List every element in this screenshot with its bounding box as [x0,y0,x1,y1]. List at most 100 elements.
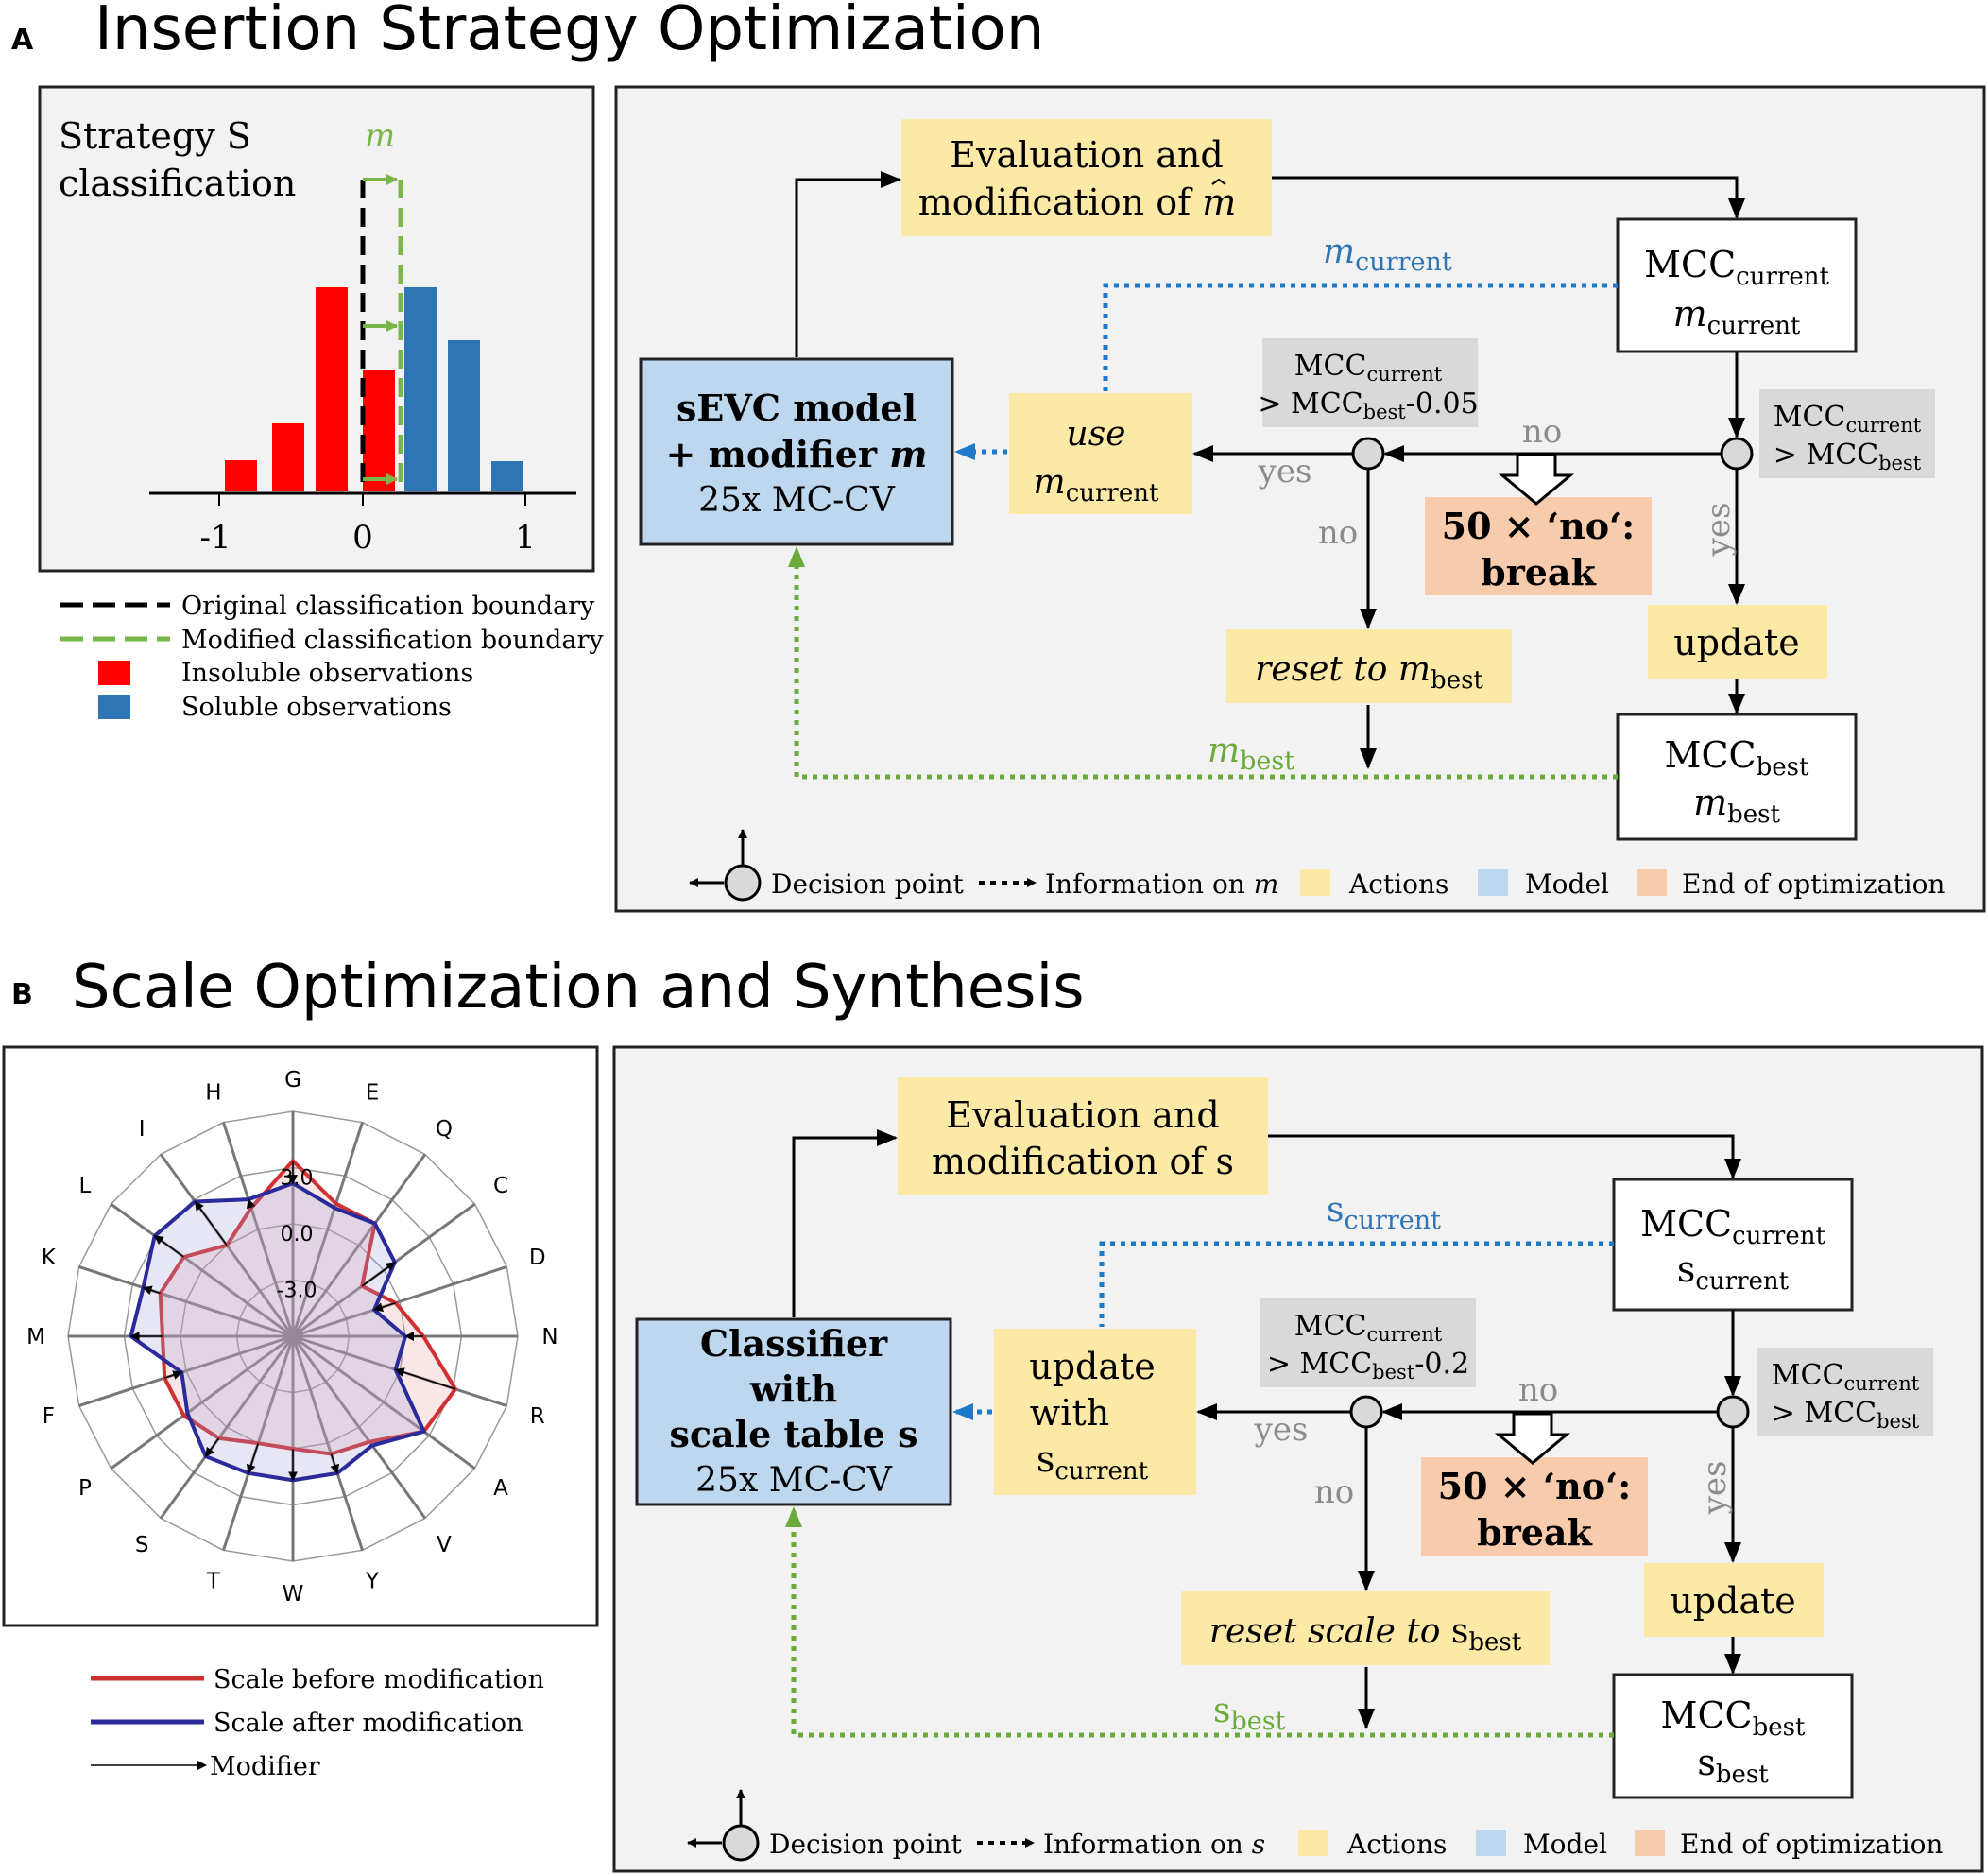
condition-1-box [1260,1298,1476,1387]
arrow-eval-to-mcc [1272,176,1745,219]
break-text-1: 50 × ‘no‘: [1442,505,1636,547]
modifier-label: m [365,117,395,155]
radar-spoke [78,1334,294,1407]
break-text-2: break [1477,1511,1592,1554]
dotted-current-line [1103,283,1618,391]
flowchart-a-key: Decision point Information on m Actions … [689,829,1945,902]
flowchart-a: Evaluation and modification of m MCCcurr… [614,85,1986,913]
use-text-2: mcurrent [1034,463,1159,507]
radar-axis-label: W [283,1582,304,1607]
radar-legend: Scale before modification Scale after mo… [91,1665,544,1781]
modifier-arrow [205,1437,220,1457]
break-arrow-icon [1494,1412,1571,1465]
m-current-text: mcurrent [1673,293,1801,340]
reset-text: reset to mbest [1255,650,1483,695]
break-box [1421,1457,1648,1556]
soluble-bar [491,461,523,491]
modifier-arrow [153,1235,184,1258]
radar-spoke [291,1153,427,1337]
panel-a-letter: A [11,24,34,57]
model-text-4: 25x MC-CV [695,1461,893,1500]
radar-axis-label: I [139,1117,146,1142]
panel-a-title: Insertion Strategy Optimization [94,0,1044,64]
use-text-1: use [1067,415,1126,454]
upd-text-2: with [1030,1392,1109,1434]
decision-point-key-icon [724,864,762,902]
legend-insoluble: Insoluble observations [181,659,473,688]
condition-1-line2: > MCCbest-0.2 [1267,1348,1469,1384]
dotted-best-arrow [788,546,1618,780]
arrow-model-to-eval [795,171,901,357]
label-no-down: no [1314,1473,1354,1511]
model-text-2: with [749,1367,837,1410]
model-text-1: Classifier [700,1322,888,1365]
modifier-arrow [142,1285,161,1296]
radar-axis-label: F [43,1404,55,1429]
mcc-best-box [1612,1673,1854,1799]
radar-tick-label: 0.0 [281,1223,314,1246]
panel-b: B Scale Optimization and Synthesis GEQCD… [2,953,1984,1873]
radar-axis-label: N [541,1325,557,1350]
mcc-current-text: MCCcurrent [1644,244,1829,291]
radar-spoke [291,1335,364,1551]
key-model: Model [1525,868,1609,900]
condition-2-line1: MCCcurrent [1774,401,1922,437]
dotted-current-label: scurrent [1327,1191,1441,1235]
break-text-2: break [1481,551,1596,593]
condition-2-box [1757,1348,1933,1436]
mcc-best-box [1616,713,1858,841]
model-text-1: sEVC model [677,387,917,429]
radar-spoke [159,1335,295,1520]
radar-axis-label: V [437,1533,452,1557]
modifier-arrow [246,1442,259,1474]
update-text: update [1673,622,1800,663]
upd-text-3: scurrent [1037,1438,1149,1486]
modifier-arrow [330,1453,340,1474]
legend-before: Scale before modification [214,1665,544,1694]
radar-axis-label: E [366,1080,380,1105]
break-arrow-icon [1498,453,1575,506]
key-actions: Actions [1346,1829,1447,1860]
radar-axis-label: L [79,1174,92,1198]
condition-2-line2: > MCCbest [1774,438,1922,474]
condition-2-box [1759,389,1935,478]
dotted-best-arrow [785,1506,1614,1738]
decision-point-1 [1349,1395,1383,1429]
condition-1-box [1262,338,1478,427]
s-best-text: sbest [1697,1742,1769,1789]
label-no-top: no [1518,1371,1558,1409]
modifier-arrow [163,1370,183,1380]
radar-axis-label: T [206,1570,221,1594]
break-text-1: 50 × ‘no‘: [1438,1465,1632,1507]
panel-b-letter: B [11,978,33,1011]
mcc-best-text: MCCbest [1661,1694,1806,1742]
insoluble-bar [363,370,395,491]
decision-point-key-icon [722,1824,760,1862]
modifier-arrow [394,1367,456,1390]
hist-title-line1: Strategy S [59,115,251,157]
break-box [1425,497,1652,595]
radar-spoke [291,1122,364,1337]
radar-axis-label: P [78,1476,92,1501]
radar-tick-label: 3.0 [281,1167,314,1191]
key-decision: Decision point [771,868,965,900]
model-text-3: 25x MC-CV [698,481,896,520]
modifier-arrow [361,1262,396,1287]
condition-2-line2: > MCCbest [1772,1397,1920,1433]
model-box [639,357,954,546]
hist-title-line2: classification [59,163,296,204]
soluble-bar [448,340,480,491]
insoluble-bar [316,287,348,491]
legend-original: Original classification boundary [181,592,595,621]
legend-modified: Modified classification boundary [181,626,604,655]
radar-axis-label: C [493,1174,508,1198]
key-info: Information on s [1043,1829,1265,1860]
radar-tick-label: -3.0 [277,1280,317,1303]
radar-spoke [292,1265,507,1338]
flowchart-b-key: Decision point Information on s Actions … [687,1789,1943,1862]
update-box [1648,605,1827,679]
soluble-bar [404,287,437,491]
model-text-3: scale table s [670,1413,918,1455]
radar-axis-label: Q [436,1117,453,1142]
